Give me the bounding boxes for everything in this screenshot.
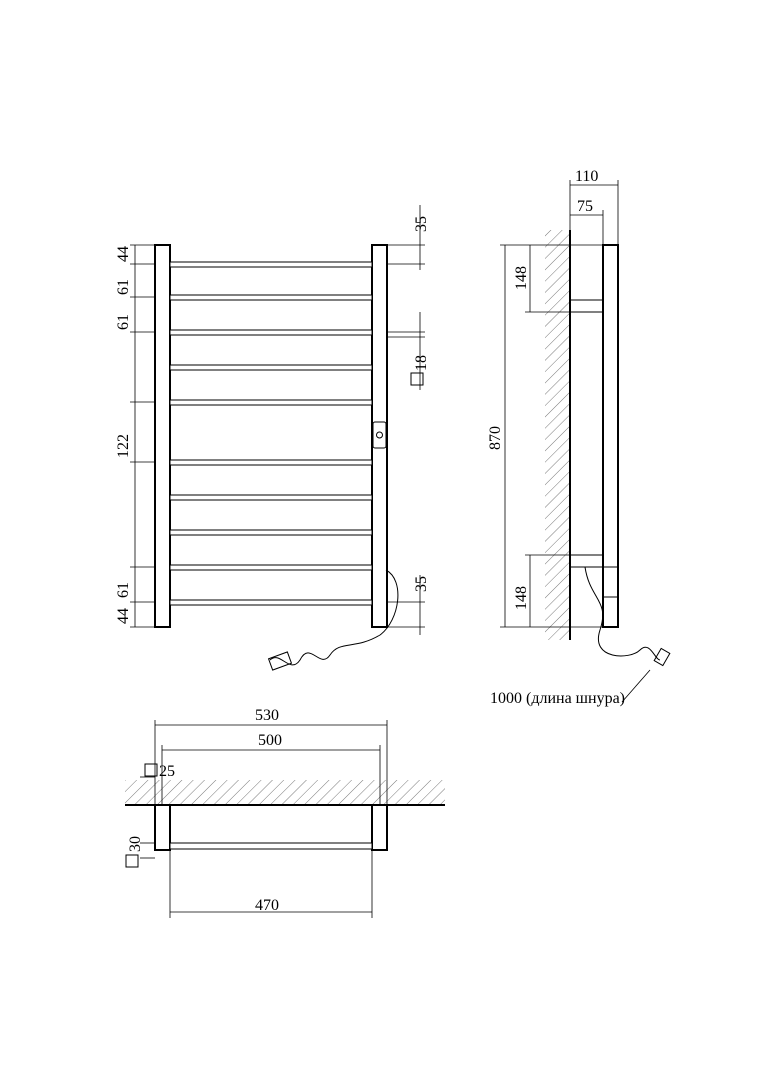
dim-post-25: 25 <box>159 763 175 780</box>
bottom-bracket <box>569 554 604 568</box>
dim-mid-61: 61 <box>115 314 132 330</box>
crossbar <box>169 329 373 336</box>
side-post <box>602 244 619 628</box>
crossbar <box>169 599 373 606</box>
dim-top-500: 500 <box>258 732 282 749</box>
dim-top-470: 470 <box>255 897 279 914</box>
power-cord <box>269 569 399 666</box>
dim-bottom-44: 44 <box>115 608 132 624</box>
dim-top-530: 530 <box>255 707 279 724</box>
dim-tube-18: 18 <box>413 355 430 371</box>
dim-side-148-top: 148 <box>513 266 530 290</box>
top-view: 530 500 470 25 30 <box>125 707 445 918</box>
thermostat-unit <box>372 421 387 449</box>
dim-side-75: 75 <box>577 198 593 215</box>
crossbar <box>169 261 373 268</box>
crossbar <box>169 364 373 371</box>
crossbar <box>169 459 373 466</box>
cord-length-label: 1000 (длина шнура) <box>490 690 625 707</box>
crossbar <box>169 399 373 406</box>
square-symbol-icon <box>125 854 139 868</box>
crossbar <box>169 529 373 536</box>
side-view: 110 75 870 148 148 1000 (длина шнура) <box>487 168 671 707</box>
side-power-cord <box>584 566 661 661</box>
thermostat-button-icon <box>376 431 383 439</box>
dim-side-148-bottom: 148 <box>513 586 530 610</box>
dim-riser-30: 30 <box>127 836 144 852</box>
crossbar <box>169 494 373 501</box>
front-view: 44 61 61 122 61 44 35 35 18 <box>115 205 430 671</box>
crossbar <box>169 294 373 301</box>
side-control-unit <box>602 566 619 598</box>
top-bracket <box>569 299 604 313</box>
right-post <box>371 244 388 628</box>
dim-right-top-35: 35 <box>413 216 430 232</box>
dim-bottom-61: 61 <box>115 582 132 598</box>
dim-top-44: 44 <box>115 246 132 262</box>
side-plug-icon <box>653 647 671 667</box>
square-symbol-icon <box>144 763 158 777</box>
dim-side-870: 870 <box>487 426 504 450</box>
square-symbol-icon <box>410 372 424 386</box>
crossbars <box>169 261 373 606</box>
wall-hatch <box>545 230 570 640</box>
left-post <box>154 244 171 628</box>
dim-side-110: 110 <box>575 168 598 185</box>
crossbar <box>169 564 373 571</box>
top-left-post <box>154 804 171 851</box>
plug-icon <box>267 651 293 671</box>
dim-122: 122 <box>115 434 132 458</box>
dim-right-bottom-35: 35 <box>413 576 430 592</box>
top-wall-hatch <box>125 780 445 805</box>
dim-top-61: 61 <box>115 279 132 295</box>
top-right-post <box>371 804 388 851</box>
top-crossbar <box>169 842 373 850</box>
